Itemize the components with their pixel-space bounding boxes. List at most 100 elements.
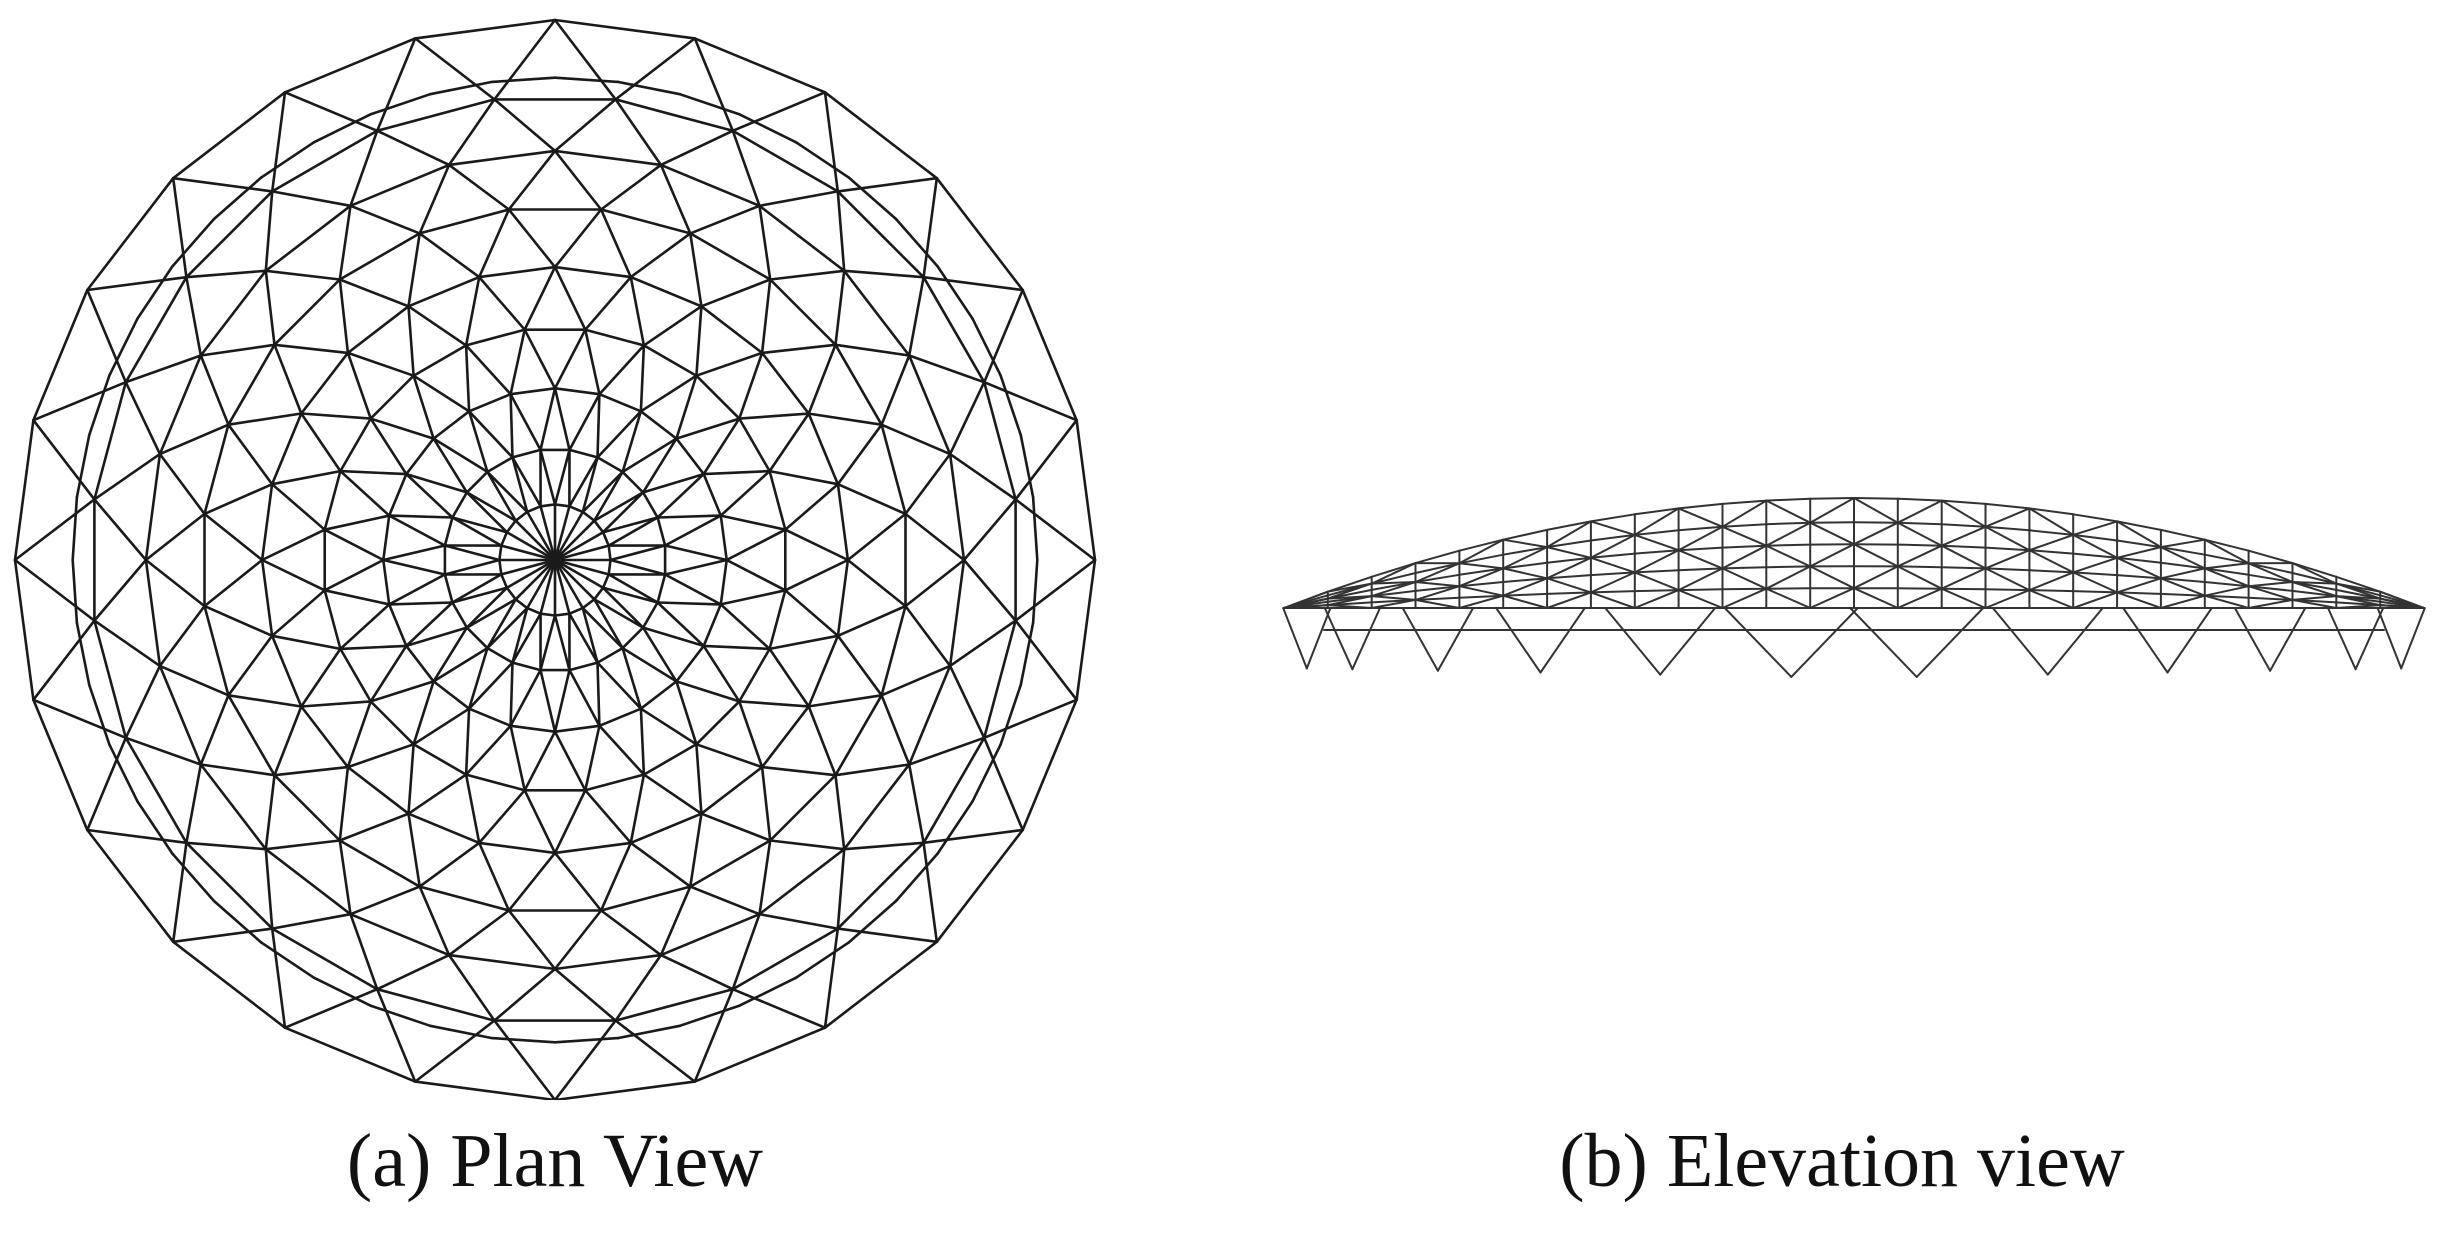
plan-member — [695, 700, 741, 746]
plan-member — [227, 634, 274, 697]
plan-member — [760, 705, 811, 769]
plan-member — [451, 516, 509, 534]
plan-member — [971, 743, 1002, 803]
plan-member — [407, 773, 468, 816]
elevation-member — [2072, 556, 2119, 574]
plan-member — [464, 707, 471, 776]
elevation-member — [1896, 521, 1943, 547]
plan-member — [880, 604, 907, 697]
plan-member — [836, 847, 846, 930]
elevation-member — [1765, 521, 1812, 526]
plan-member — [568, 456, 599, 508]
elevation-member — [1546, 591, 1592, 609]
plan-member — [725, 528, 787, 562]
plan-member — [922, 275, 986, 384]
elevation-member — [2028, 571, 2075, 592]
plan-member — [601, 586, 645, 629]
elevation-member — [1721, 587, 1768, 591]
plan-member — [507, 851, 557, 912]
plan-member — [842, 269, 925, 279]
plan-member — [270, 927, 287, 1029]
elevation-member — [1677, 525, 1724, 552]
plan-member — [656, 573, 667, 604]
plan-member — [842, 763, 911, 851]
elevation-member — [1677, 567, 1724, 592]
plan-member — [136, 799, 174, 855]
elevation-member — [1589, 571, 1636, 594]
plan-member — [607, 573, 659, 604]
plan-member — [338, 839, 352, 916]
plan-member — [273, 343, 350, 355]
plan-member — [1021, 288, 1078, 422]
elevation-member — [2203, 585, 2250, 597]
plan-member — [539, 448, 557, 506]
plan-member — [407, 275, 481, 308]
plan-member — [443, 544, 501, 562]
plan-member — [381, 544, 447, 562]
plan-member — [836, 423, 883, 486]
plan-member — [299, 647, 342, 708]
plan-member — [490, 76, 557, 84]
elevation-member — [2072, 552, 2119, 559]
plan-member — [185, 841, 268, 851]
plan-member — [553, 967, 617, 1022]
plan-member — [1075, 558, 1097, 702]
plan-member — [737, 351, 764, 420]
elevation-member — [2159, 567, 2206, 580]
plan-member — [922, 841, 939, 944]
plan-member — [659, 163, 761, 208]
plan-member — [629, 232, 692, 279]
plan-member — [675, 374, 698, 440]
plan-member — [447, 98, 496, 167]
plan-member — [614, 98, 735, 133]
plan-member — [553, 614, 571, 672]
elevation-member — [1633, 529, 1680, 536]
plan-member — [369, 374, 415, 420]
plan-member — [387, 472, 408, 517]
plan-member — [719, 588, 787, 606]
plan-member — [418, 841, 481, 888]
plan-member — [596, 661, 601, 728]
plan-member — [936, 265, 975, 321]
plan-member — [553, 558, 585, 610]
plan-member — [656, 601, 706, 648]
plan-member — [596, 456, 624, 474]
plan-member — [834, 693, 883, 777]
plan-member — [505, 519, 518, 534]
elevation-member — [1633, 589, 1680, 609]
plan-member — [568, 448, 599, 459]
plan-member — [270, 912, 352, 930]
elevation-member — [2233, 607, 2272, 672]
plan-member — [447, 953, 496, 1022]
plan-member — [601, 516, 659, 534]
plan-member — [467, 707, 512, 728]
elevation-member — [1915, 607, 1985, 678]
plan-member — [719, 603, 771, 651]
plan-member — [283, 1026, 417, 1083]
plan-member — [599, 163, 663, 211]
elevation-member — [1721, 566, 1768, 570]
plan-member — [656, 472, 706, 519]
elevation-member — [1502, 577, 1549, 597]
plan-member — [86, 828, 188, 845]
plan-member — [108, 317, 139, 377]
plan-member — [592, 597, 624, 650]
plan-member — [13, 558, 96, 622]
elevation-member — [2203, 567, 2250, 588]
plan-member — [381, 558, 391, 606]
plan-member — [663, 558, 729, 576]
elevation-member — [1659, 607, 1717, 676]
plan-member — [539, 614, 557, 672]
plan-member — [904, 604, 952, 668]
elevation-member — [2203, 594, 2250, 599]
plan-member — [514, 558, 557, 601]
elevation-member — [1604, 607, 1662, 676]
elevation-member — [1370, 581, 1417, 585]
plan-member — [639, 409, 678, 440]
elevation-member — [1765, 521, 1812, 547]
plan-member — [283, 91, 379, 133]
plan-member — [323, 469, 342, 532]
elevation-member — [1765, 565, 1812, 590]
plan-member — [834, 343, 911, 357]
plan-member — [260, 941, 316, 980]
